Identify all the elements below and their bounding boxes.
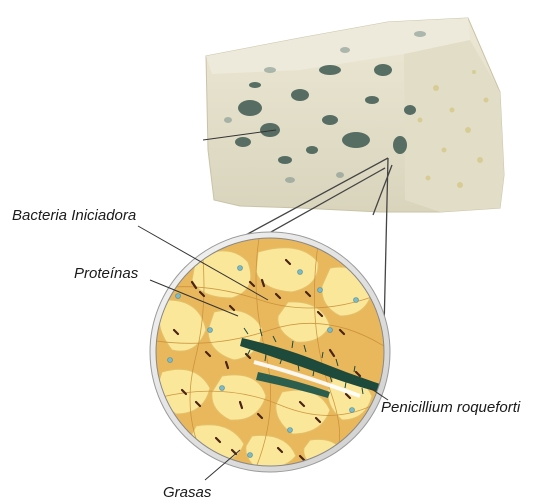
label-grasas: Grasas (163, 485, 211, 500)
cheese-wedge-image (206, 18, 504, 212)
label-bacteria-iniciadora: Bacteria Iniciadora (12, 208, 136, 223)
label-penicillium-roqueforti: Penicillium roqueforti (381, 400, 520, 415)
magnified-circle (150, 232, 390, 472)
label-proteinas: Proteínas (74, 266, 138, 281)
